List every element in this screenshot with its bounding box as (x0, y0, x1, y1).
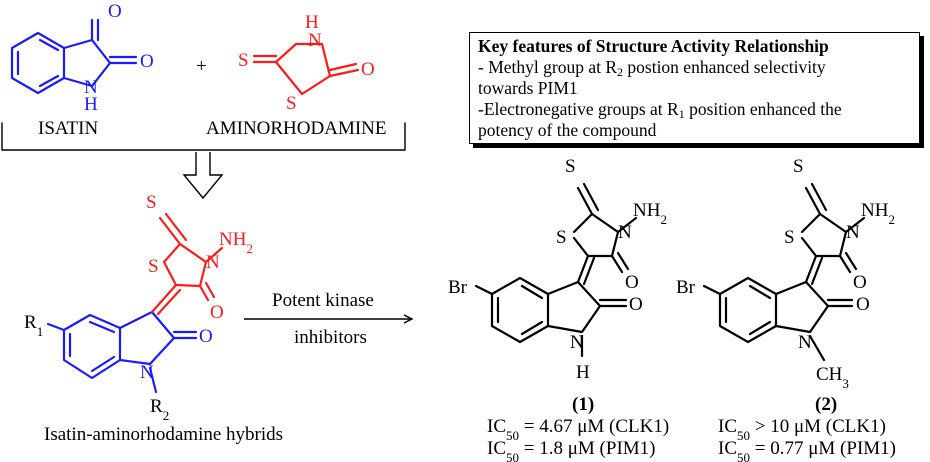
arrow-label-line1: Potent kinase (272, 290, 374, 311)
aminorhodamine-name: AMINORHODAMINE (206, 118, 387, 139)
aminorhodamine-structure: S N H O S (238, 12, 375, 114)
key-features-title: Key features of Structure Activity Relat… (478, 36, 829, 56)
c1-br-label: Br (448, 277, 468, 298)
isatin-structure: O O N H (10, 1, 154, 115)
c1-o-rhod-label: O (625, 272, 639, 293)
c2-o-rhod-label: O (853, 272, 867, 293)
key-features-box: Key features of Structure Activity Relat… (469, 32, 920, 144)
hybrid-n-ring-label: N (206, 252, 220, 273)
key-features-line3: -Electronegative groups at R1 position e… (478, 99, 842, 121)
rhod-s-ring-label: S (286, 93, 297, 114)
c2-nh2-label: NH2 (861, 200, 895, 227)
c1-n-ring-label: N (618, 222, 632, 243)
rhod-h-label: H (305, 12, 319, 33)
hybrid-caption: Isatin-aminorhodamine hybrids (44, 424, 283, 445)
hybrid-r1-label: R1 (24, 312, 43, 339)
isatin-n-label: N (84, 77, 98, 98)
rhod-s-exo-label: S (238, 50, 249, 71)
key-features-line1: - Methyl group at R2 postion enhanced se… (478, 57, 826, 79)
isatin-name: ISATIN (38, 118, 98, 139)
c1-n-label: N (570, 332, 584, 353)
hybrid-s-exo-label: S (146, 192, 157, 213)
c1-s-ring-label: S (556, 227, 567, 248)
c1-h-label: H (576, 362, 590, 383)
c2-number: (2) (815, 394, 837, 415)
rhod-o-label: O (361, 59, 375, 80)
c2-ic50-clk1: IC50 > 10 μM (CLK1) (718, 416, 886, 443)
hybrid-s-ring-label: S (148, 256, 159, 277)
c1-ic50-clk1: IC50 = 4.67 μM (CLK1) (487, 416, 669, 443)
hybrid-o-isatin-label: O (199, 326, 213, 347)
key-features-line4: potency of the compound (478, 120, 657, 140)
isatin-h-label: H (84, 94, 98, 115)
compound2-structure: Br S S N NH2 O O N CH3 (676, 156, 895, 391)
c2-br-label: Br (676, 277, 696, 298)
hybrid-nh2-label: NH2 (219, 229, 253, 256)
c1-nh2-label: NH2 (633, 200, 667, 227)
c1-ic50-pim1: IC50 = 1.8 μM (PIM1) (487, 438, 656, 462)
c2-n-label: N (798, 332, 812, 353)
c2-s-exo-label: S (793, 156, 804, 177)
c1-s-exo-label: S (565, 156, 576, 177)
hybrid-r2-label: R2 (150, 396, 169, 423)
plus-sign: + (196, 56, 207, 77)
c2-n-ring-label: N (846, 222, 860, 243)
c2-o-isatin-label: O (856, 294, 870, 315)
c2-ch3-label: CH3 (816, 364, 849, 391)
hybrid-n-isatin-label: N (140, 362, 154, 383)
hybrid-structure: S S N NH2 O O N R1 R2 (24, 192, 253, 423)
arrow-label-line2: inhibitors (294, 327, 367, 348)
c1-number: (1) (572, 394, 594, 415)
rhod-n-label: N (308, 30, 322, 51)
reaction-arrow-head (403, 314, 414, 324)
compound1-structure: Br S S N NH2 O O N H (448, 156, 667, 383)
c2-ic50-pim1: IC50 = 0.77 μM (PIM1) (718, 438, 896, 462)
c1-o-isatin-label: O (629, 294, 643, 315)
key-features-line2: towards PIM1 (478, 78, 578, 98)
c2-s-ring-label: S (784, 227, 795, 248)
isatin-o1-label: O (108, 1, 122, 22)
hollow-down-arrow (182, 152, 224, 200)
hybrid-o-rhod-label: O (210, 302, 224, 323)
isatin-o2-label: O (140, 51, 154, 72)
reactant-bracket (1, 122, 406, 151)
